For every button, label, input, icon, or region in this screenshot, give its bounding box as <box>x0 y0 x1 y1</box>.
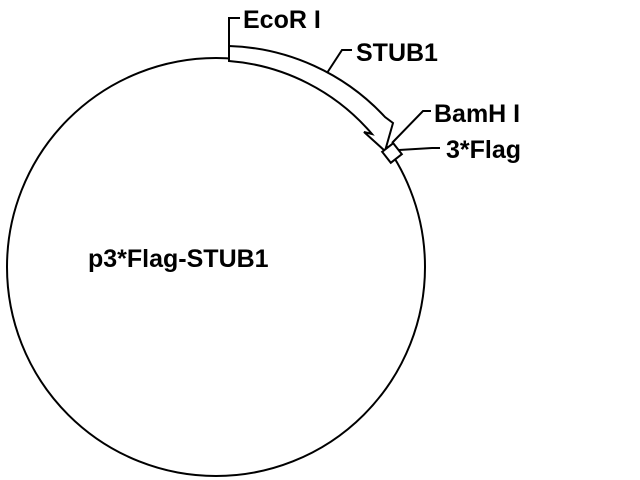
flag-tag-label: 3*Flag <box>446 136 521 164</box>
plasmid-backbone-circle <box>6 57 426 477</box>
ecori-leader-line <box>228 17 240 47</box>
plasmid-name-label: p3*Flag-STUB1 <box>88 245 269 273</box>
bamhi-site-label: BamH I <box>434 100 520 128</box>
stub1-insert-label: STUB1 <box>356 39 438 67</box>
ecori-site-label: EcoR I <box>243 6 321 34</box>
bamhi-leader-line <box>391 110 431 144</box>
stub1-leader-line <box>326 49 352 74</box>
flag-leader-line <box>398 147 440 151</box>
flag-tag-box <box>380 141 404 165</box>
